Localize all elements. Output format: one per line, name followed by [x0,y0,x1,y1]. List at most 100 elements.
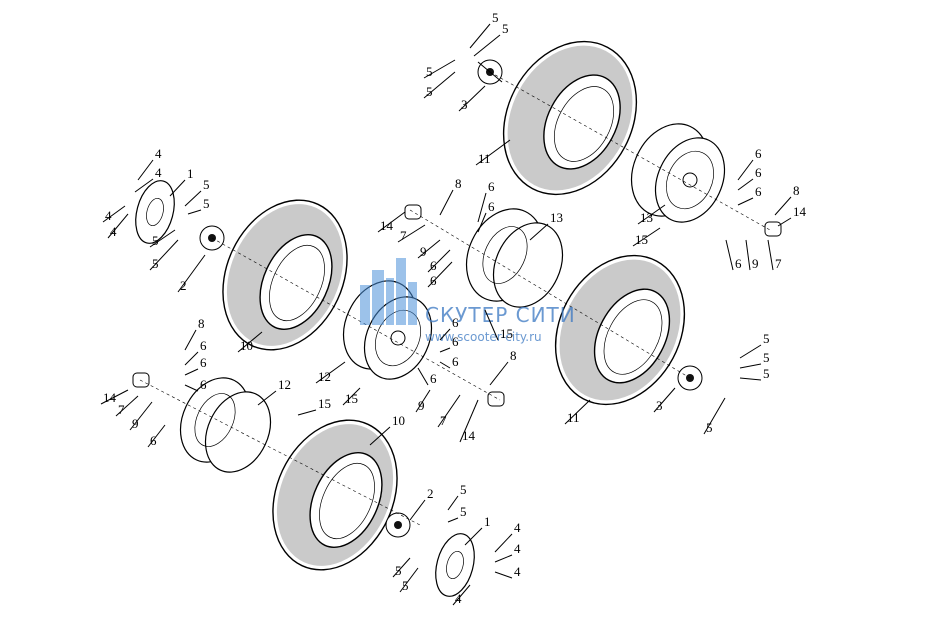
callout-leader [102,205,126,223]
callout-label: 2 [427,486,434,501]
callout-label: 11 [478,151,491,166]
callout-label: 15 [500,326,513,341]
tire-left-middle [222,199,348,351]
callout-leader [452,584,471,606]
callout-label: 12 [318,369,331,384]
callout-label: 6 [755,184,762,199]
callout-leader [184,351,199,366]
callout-leader [257,390,277,406]
rim-center [465,208,564,308]
callout-leader [184,368,199,376]
callout-leader [637,204,666,225]
callout-leader [439,189,454,216]
callout-label: 7 [775,256,782,271]
callout-label: 5 [460,482,467,497]
callout-leader [427,261,453,288]
callout-leader [169,179,186,197]
callout-label: 5 [426,64,433,79]
brake-disc-top-left [135,180,175,244]
callout-leader [115,395,139,417]
callout-leader [423,71,456,99]
callout-label: 8 [793,183,800,198]
callout-label: 11 [567,410,580,425]
callout-leader [437,394,461,428]
callout-label: 5 [152,256,159,271]
callout-label: 5 [502,21,509,36]
callout-leader [745,239,751,271]
callout-label: 15 [318,396,331,411]
callout-label: 9 [418,398,425,413]
callout-label: 6 [452,354,459,369]
callout-label: 5 [492,10,499,25]
callout-leader [494,554,513,563]
callout-label: 6 [488,199,495,214]
callout-leader [417,367,429,386]
callout-leader [149,239,179,271]
callout-leader [392,557,411,578]
callout-leader [484,309,499,341]
callout-leader [464,527,483,546]
callout-label: 14 [380,218,394,233]
tire-top-right [502,40,638,196]
callout-leader [409,499,426,521]
callout-label: 10 [392,413,405,428]
callout-leader [415,389,431,413]
callout-label: 4 [514,564,521,579]
callout-label: 5 [763,350,770,365]
callout-leader [477,192,487,223]
callout-leader [632,227,661,247]
callout-leader [184,329,197,351]
callout-label: 15 [345,391,358,406]
callout-label: 6 [452,334,459,349]
callout-leader [458,85,486,112]
callout-leader [315,361,346,384]
callout-leader [703,397,726,435]
callout-label: 6 [430,273,437,288]
callout-leader [767,239,774,271]
callout-leader [725,239,734,271]
callout-label: 3 [461,97,468,112]
callout-leader [417,239,441,259]
callout-leader [237,331,263,353]
callout-label: 5 [203,177,210,192]
callout-label: 1 [484,514,491,529]
callout-label: 8 [510,348,517,363]
callout-leader [653,387,676,413]
callout-label: 9 [752,256,759,271]
callout-leader [439,347,451,353]
callout-leader [147,424,166,448]
callout-leader [369,426,391,446]
callout-leader [342,387,361,406]
callout-leader [184,384,199,392]
callout-leader [423,59,456,79]
assembly-axes [139,71,771,526]
callout-label: 6 [452,315,459,330]
callout-label: 6 [488,179,495,194]
callout-label: 8 [198,316,205,331]
watermark: СКУТЕР СИТИ www.scooter-city.ru [360,258,576,344]
callout-label: 6 [200,377,207,392]
callout-leader [777,217,792,227]
watermark-url: www.scooter-city.ru [425,330,542,344]
tire-right-middle [554,254,686,406]
callout-label: 2 [180,278,187,293]
callout-label: 4 [155,146,162,161]
callout-leader [397,224,426,243]
callout-leader [737,178,754,191]
tire-bottom [272,419,398,571]
callout-leader [447,495,459,511]
callout-label: 4 [110,224,117,239]
callout-label: 12 [278,377,291,392]
callout-leader [774,196,792,216]
callout-label: 13 [640,210,653,225]
callout-label: 6 [735,256,742,271]
watermark-brand: СКУТЕР СИТИ [425,303,576,327]
callout-label: 3 [656,398,663,413]
callout-label: 5 [203,196,210,211]
callout-leader [439,328,451,341]
callout-leader [737,159,754,181]
callout-label: 10 [240,338,253,353]
callout-leader [494,571,513,579]
callout-leader [137,159,154,181]
callout-label: 5 [460,504,467,519]
